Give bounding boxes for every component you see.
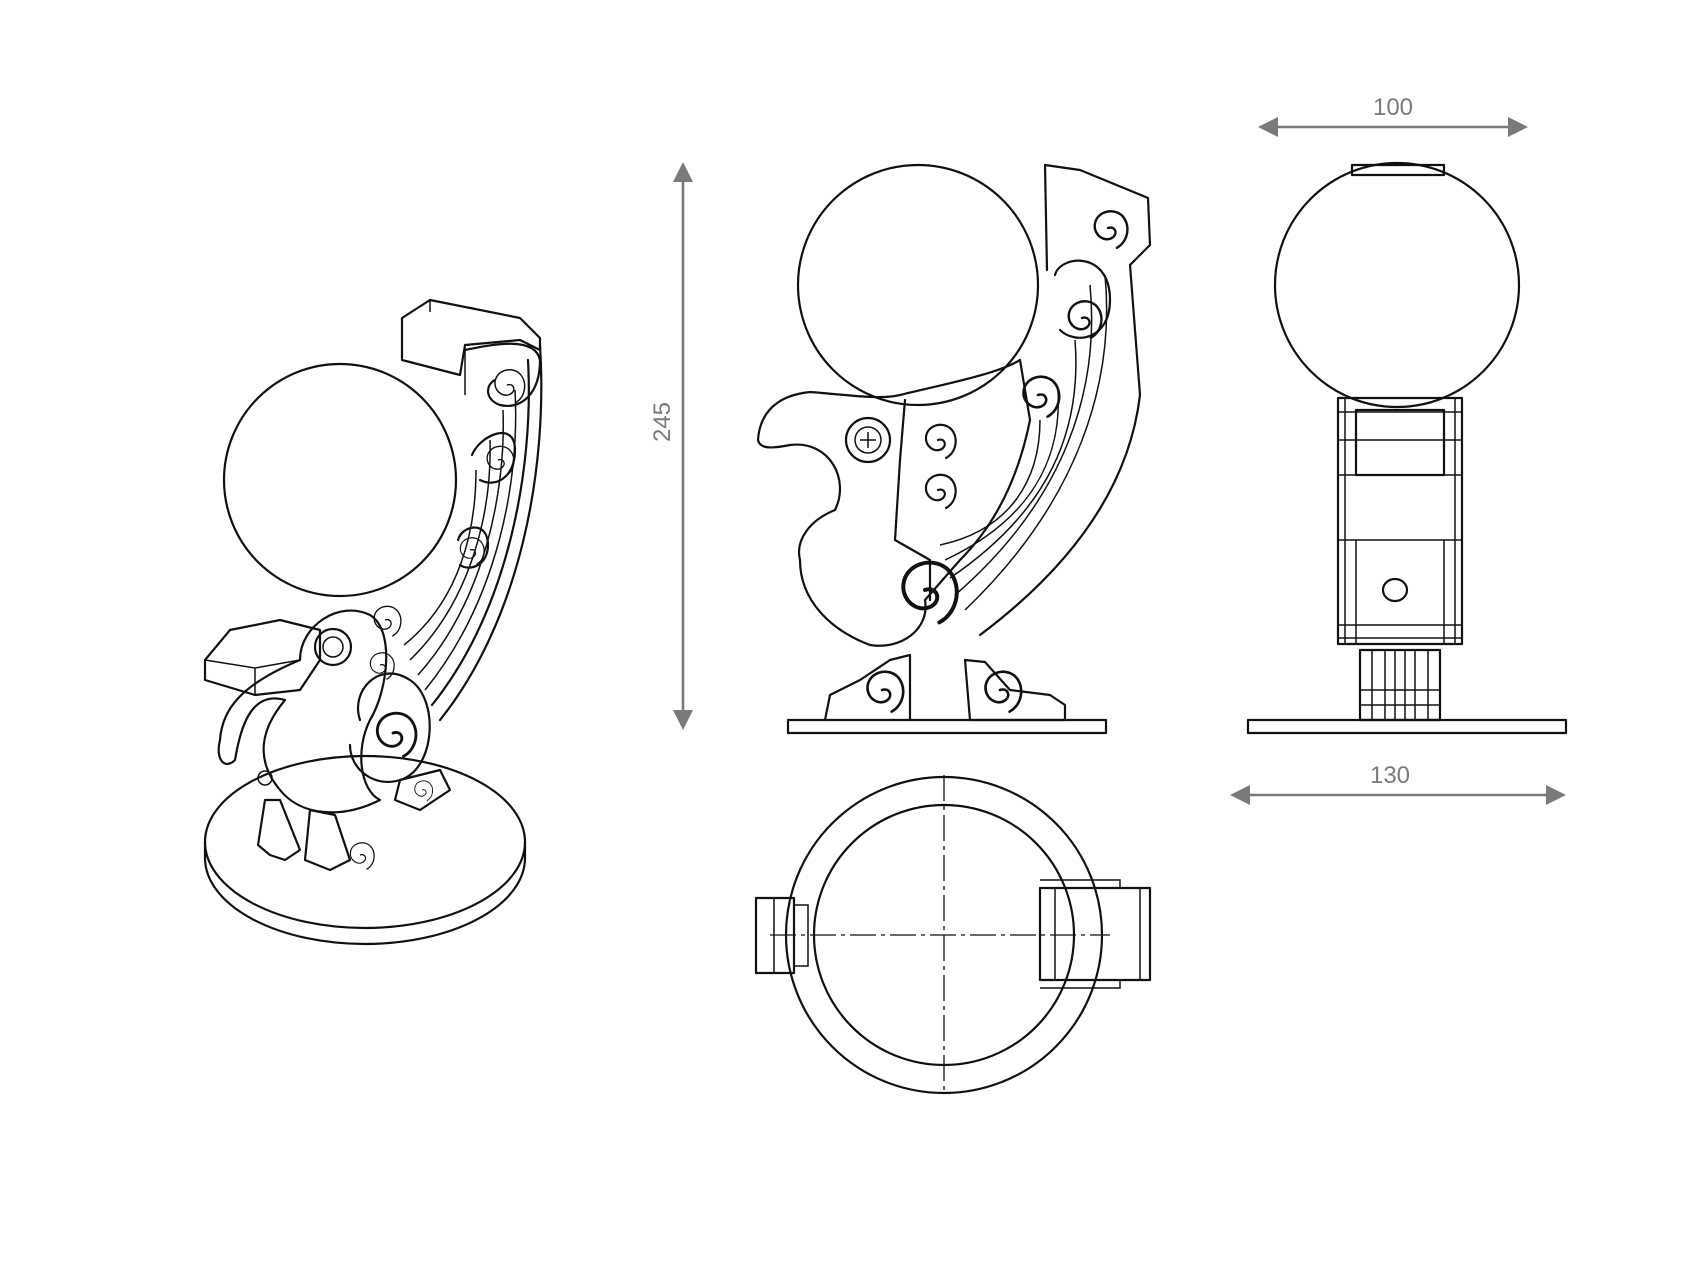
- dimension-base-width: 130: [1230, 762, 1566, 805]
- height-label: 245: [649, 402, 676, 442]
- side-base-plate: [786, 718, 1108, 735]
- front-legs: [1358, 648, 1442, 722]
- iso-eye-ring: [313, 627, 353, 667]
- iso-tail-block: [400, 298, 542, 377]
- front-hole: [1381, 577, 1409, 603]
- top-width-label: 100: [1373, 94, 1413, 121]
- dimension-height: 245: [649, 162, 693, 730]
- iso-head: [217, 609, 388, 814]
- iso-leg-right: [303, 808, 352, 872]
- iso-tail-outer: [438, 343, 543, 722]
- front-base-plate: [1246, 718, 1568, 735]
- iso-feather-3: [456, 526, 490, 569]
- iso-feather-2: [470, 431, 517, 484]
- front-body-column: [1336, 396, 1464, 646]
- side-leg-left: [823, 653, 912, 722]
- iso-rear-foot: [393, 768, 452, 812]
- iso-beak-block: [203, 618, 322, 697]
- side-body: [756, 358, 1032, 647]
- side-feather-top: [1053, 259, 1112, 339]
- isometric-view: [203, 298, 543, 946]
- iso-leg-left: [256, 798, 302, 862]
- front-tail-top: [1350, 163, 1446, 177]
- top-tail: [1038, 886, 1152, 982]
- side-tail-outer: [978, 163, 1152, 637]
- iso-hole-icon: [257, 770, 273, 786]
- front-view: [1246, 161, 1568, 735]
- side-globe: [796, 163, 1040, 407]
- iso-wing-scroll: [348, 672, 431, 783]
- dimension-top-width: 100: [1258, 94, 1528, 137]
- iso-feather-1: [463, 342, 542, 408]
- front-globe: [1273, 161, 1521, 409]
- iso-base-edge: [203, 840, 527, 946]
- base-width-label: 130: [1370, 762, 1410, 789]
- top-view: [754, 775, 1152, 1095]
- side-leg-right: [963, 658, 1067, 722]
- iso-globe: [222, 362, 458, 598]
- side-eye-ring: [844, 416, 892, 464]
- side-view: [756, 163, 1152, 735]
